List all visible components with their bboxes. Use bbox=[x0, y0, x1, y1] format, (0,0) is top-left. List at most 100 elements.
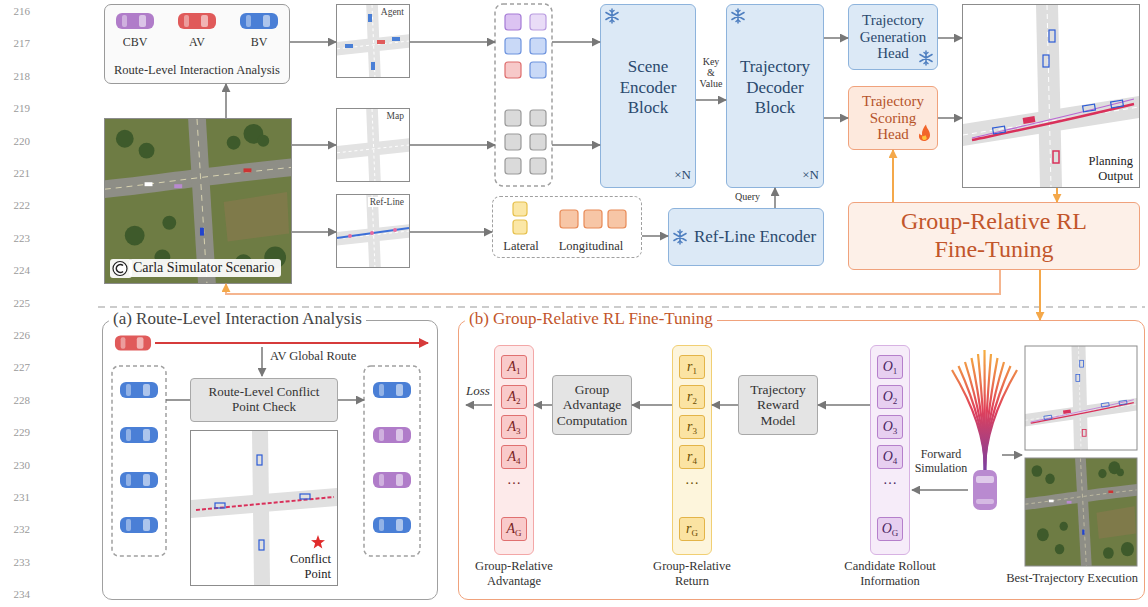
ego-vehicle bbox=[976, 499, 994, 504]
line-number: 228 bbox=[2, 394, 30, 406]
route-analysis-art bbox=[115, 335, 151, 350]
node-text: Group-Relative Return bbox=[636, 559, 748, 589]
scene-thumbnails bbox=[348, 228, 397, 238]
node-text: Route-Level Conflict Point Check bbox=[195, 385, 333, 415]
node-text: Trajectory Scoring Head bbox=[853, 93, 933, 143]
vehicle-icons bbox=[240, 13, 278, 29]
scene-thumbnails bbox=[337, 109, 409, 181]
node-text: Map bbox=[385, 111, 406, 121]
route-analysis-art bbox=[112, 335, 428, 556]
carla-aerial-image bbox=[105, 119, 291, 283]
loss-label: Loss bbox=[466, 383, 490, 399]
connector-arrow bbox=[225, 84, 227, 118]
scene-thumbnails bbox=[392, 37, 400, 41]
node-text: O bbox=[883, 359, 893, 375]
best-trajectory-images bbox=[1025, 346, 1137, 566]
node-text: ×N bbox=[674, 167, 691, 183]
token-group bbox=[530, 62, 546, 78]
route-analysis-art bbox=[373, 472, 411, 488]
connector-arrow bbox=[824, 117, 848, 119]
simulator-image: Carla Simulator Scenario bbox=[104, 118, 292, 284]
conflict-map-image bbox=[191, 431, 337, 585]
line-number: 223 bbox=[2, 232, 30, 244]
scene-thumbnails bbox=[337, 195, 409, 267]
trainable-icon bbox=[919, 125, 930, 142]
process-box: Group Advantage Computation bbox=[552, 375, 632, 435]
node-text: 2 bbox=[692, 396, 697, 406]
connector-arrow bbox=[292, 231, 336, 233]
token-arrows bbox=[410, 41, 495, 43]
token-group bbox=[530, 158, 546, 174]
rollout-fan bbox=[972, 358, 986, 470]
connector-arrow bbox=[696, 99, 726, 101]
route-analysis-art bbox=[261, 347, 263, 376]
refline-tokens bbox=[513, 202, 626, 234]
token-group bbox=[495, 4, 552, 186]
ego-vehicle bbox=[976, 476, 994, 483]
connector-arrow bbox=[824, 37, 848, 39]
refline-tokens bbox=[608, 210, 626, 228]
encoder-block: Scene Encoder Block×N bbox=[600, 4, 696, 188]
token-box: r2 bbox=[679, 385, 705, 409]
connector-arrow bbox=[818, 404, 870, 406]
process-box: Trajectory Reward Model bbox=[738, 375, 818, 435]
scene-thumbnails bbox=[377, 40, 385, 44]
node-text: r bbox=[687, 419, 692, 435]
node-text: Planning Output bbox=[1073, 154, 1133, 183]
execution-image: Best-Trajectory Execution bbox=[1024, 345, 1138, 567]
planning-output-image bbox=[963, 5, 1139, 187]
encoder-block: Ref-Line Encoder bbox=[668, 208, 824, 266]
scene-thumbnails bbox=[368, 14, 372, 22]
scene-thumbnails bbox=[393, 228, 397, 232]
line-number: 219 bbox=[2, 102, 30, 114]
token-box: A2 bbox=[501, 385, 527, 409]
line-number: 217 bbox=[2, 37, 30, 49]
planning-output-image: Planning Output bbox=[962, 4, 1140, 188]
rollout-fan bbox=[985, 366, 1011, 470]
token-group bbox=[505, 134, 521, 150]
vehicle-icons bbox=[116, 13, 154, 29]
token-group bbox=[505, 62, 521, 78]
connector-arrow bbox=[938, 37, 962, 39]
route-label: AV Global Route bbox=[270, 349, 356, 364]
return-column: Group-Relative Returnr1r2r3r4rG bbox=[672, 345, 712, 555]
node-text: Ref-Line Encoder bbox=[694, 227, 816, 247]
route-analysis-art bbox=[120, 427, 158, 443]
best-trajectory-images bbox=[1025, 458, 1137, 566]
node-text: 3 bbox=[692, 426, 697, 436]
node-text: r bbox=[687, 449, 692, 465]
connector-arrow bbox=[938, 117, 962, 119]
node-text: O bbox=[883, 419, 893, 435]
line-number: 226 bbox=[2, 329, 30, 341]
route-analysis-art bbox=[120, 382, 158, 398]
line-number: 218 bbox=[2, 70, 30, 82]
token-box: r1 bbox=[679, 355, 705, 379]
route-analysis-art bbox=[373, 517, 411, 533]
node-text: ×N bbox=[802, 167, 819, 183]
vehicle-label: BV bbox=[234, 35, 284, 50]
connector-arrow bbox=[712, 404, 738, 406]
conflict-map-image bbox=[252, 431, 270, 585]
edge-label: Query bbox=[735, 191, 760, 202]
decoder-block: Trajectory Decoder Block×N bbox=[726, 4, 824, 188]
node-text: A bbox=[506, 521, 515, 537]
node-text: A bbox=[507, 359, 516, 375]
edge-label: Key & Value bbox=[700, 56, 723, 89]
line-number: 222 bbox=[2, 199, 30, 211]
connector-arrow bbox=[226, 270, 1000, 294]
carla-aerial-image bbox=[116, 264, 123, 272]
scene-thumbnails bbox=[345, 14, 400, 70]
line-number: 231 bbox=[2, 491, 30, 503]
token-group bbox=[530, 134, 546, 150]
node-text: 4 bbox=[893, 456, 898, 466]
node-text: Scene Encoder Block bbox=[605, 9, 691, 167]
frozen-icons bbox=[920, 51, 932, 65]
connector-arrow bbox=[642, 235, 668, 237]
node-text: r bbox=[687, 359, 692, 375]
connector-arrow bbox=[892, 150, 894, 202]
node-text: 1 bbox=[516, 366, 521, 376]
route-analysis-art bbox=[120, 517, 158, 533]
